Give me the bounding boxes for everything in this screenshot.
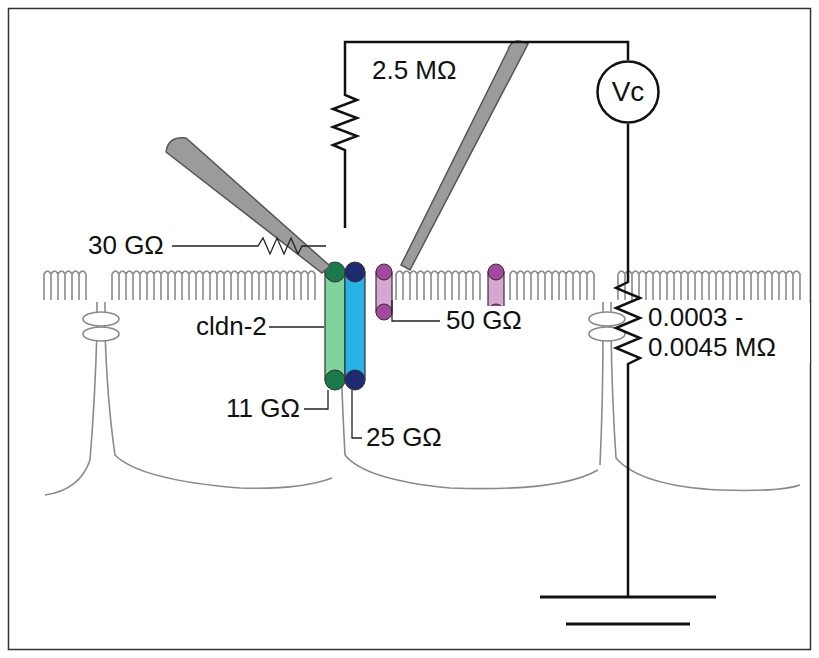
tight-junction [83,312,119,326]
channel-cap [345,262,365,282]
channel-body [345,272,365,380]
channel-body [325,272,345,380]
channel-cap [376,264,392,280]
lateral-membrane [340,330,598,489]
wire-with-resistor [616,124,640,597]
node-text: Vc [612,76,645,108]
channel-cap [488,264,504,280]
leader-line [352,390,362,438]
microvillus-row [618,271,800,300]
microvillus-row [44,271,86,300]
wire-with-resistor [333,42,628,228]
microvillus-row [510,271,594,300]
pipette [166,138,330,273]
microvillus-row [112,271,315,300]
lateral-membrane [105,302,332,488]
ground-symbol [540,596,716,599]
circle-shape [598,62,659,123]
cldn-2-channel [325,262,365,390]
seal-resistance-label: 30 GΩ [86,231,166,261]
tight-junction [83,327,119,341]
resistance-label: 0.0003 - 0.0045 MΩ [646,303,810,363]
leader-line [268,326,324,327]
microvilli [44,271,800,300]
leader-line [392,300,440,321]
resistance-label: 25 GΩ [364,423,444,453]
protein-label: cldn-2 [194,312,269,342]
microvillus-row [396,271,480,300]
resistance-label: 50 GΩ [444,306,524,336]
ground-symbol [566,623,690,626]
frame [9,9,811,650]
voltage-clamp-circle: Vc [596,60,660,124]
resistance-label: 11 GΩ [224,394,302,424]
leader-lines [172,238,440,438]
leader-line [304,390,328,409]
channel-cap [345,370,365,390]
seal-resistor-leader [172,238,326,254]
channel-cap [325,370,345,390]
channel-cap [376,304,392,320]
tight-junction [589,312,625,326]
resistance-label: 2.5 MΩ [370,56,458,86]
apical-channel [376,264,392,320]
